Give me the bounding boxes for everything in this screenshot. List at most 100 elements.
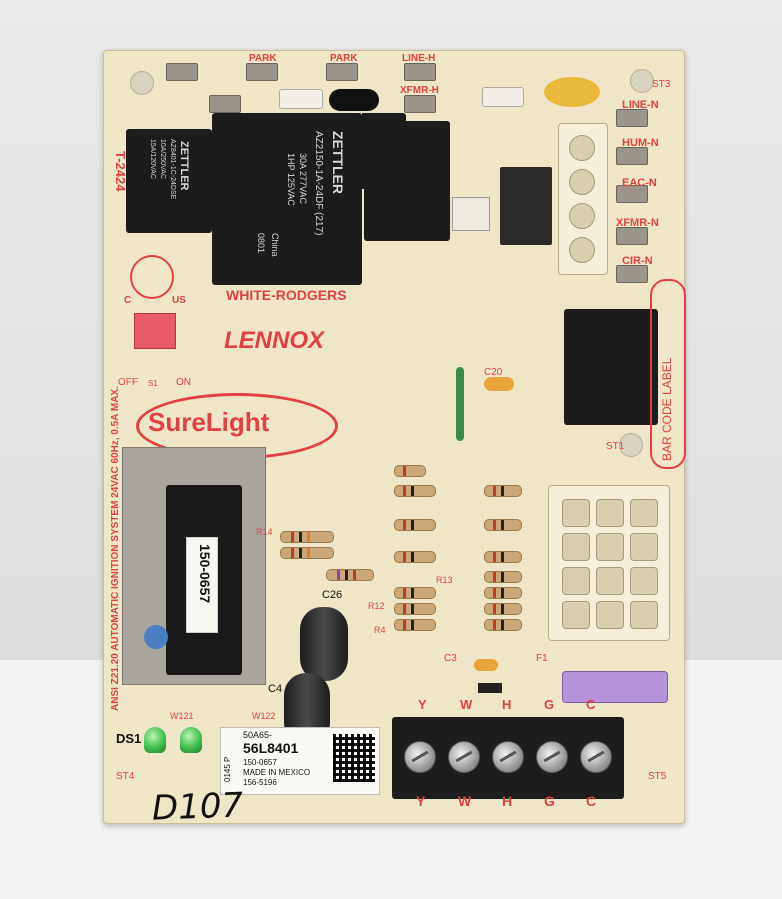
spade-terminal <box>404 95 436 113</box>
terminal-top-y: Y <box>418 697 427 712</box>
handwritten-marking: D107 <box>151 785 244 829</box>
ref-r13: R13 <box>436 575 453 585</box>
spade-terminal <box>616 185 648 203</box>
resistor <box>326 569 374 581</box>
right-label-xfmr-n: XFMR-N <box>616 217 659 229</box>
status-led <box>180 727 202 753</box>
small-relay-line2: 10A/250VAC <box>159 139 166 179</box>
main-relay-origin: China <box>270 233 280 257</box>
diode <box>478 683 502 693</box>
connector-slot <box>630 567 658 595</box>
terminal-top-h: H <box>502 697 512 712</box>
label-st3: ST3 <box>652 79 671 90</box>
main-relay-rating2: 1HP 125VAC <box>286 153 296 206</box>
small-relay-brand: ZETTLER <box>178 141 190 191</box>
brand-lennox: LENNOX <box>224 327 325 354</box>
white-fuse-holder-2 <box>482 87 524 107</box>
terminal-bottom-h: H <box>502 793 513 809</box>
mounting-hole <box>619 433 643 457</box>
ref-c3: C3 <box>444 653 457 664</box>
ul-c: C <box>124 295 132 306</box>
connector-slot <box>562 533 590 561</box>
top-label-line-h: LINE-H <box>402 53 436 64</box>
resistor <box>484 519 522 531</box>
top-label-park-2: PARK <box>330 53 358 64</box>
terminal-screw-h[interactable] <box>492 741 524 773</box>
spade-terminal <box>209 95 241 113</box>
terminal-screw-w[interactable] <box>448 741 480 773</box>
right-label-line-n: LINE-N <box>622 99 659 111</box>
connector-slot <box>630 533 658 561</box>
relay-k3 <box>364 121 450 241</box>
connector-slot <box>569 203 595 229</box>
main-relay-zettler: ZETTLER AZ2150-1A-24DF (217) 30A 277VAC … <box>212 113 406 285</box>
resistor <box>394 587 436 599</box>
label-st5: ST5 <box>648 771 667 782</box>
capacitor-c20 <box>484 377 514 391</box>
sticker-line2: 56L8401 <box>243 740 299 756</box>
right-label-cir-n: CIR-N <box>622 255 653 267</box>
connector-slot <box>596 601 624 629</box>
dip-on: ON <box>176 377 191 388</box>
ref-c26: C26 <box>322 589 343 601</box>
circuit-board: PARK PARK LINE-H XFMR-H ZETTLER AZ8401-1… <box>103 50 686 829</box>
sticker-line5: 156-5196 <box>243 778 277 787</box>
mounting-hole <box>130 71 154 95</box>
main-relay-model: AZ2150-1A-24DF (217) <box>313 131 324 236</box>
terminal-screw-c[interactable] <box>580 741 612 773</box>
ref-w121: W121 <box>170 711 194 721</box>
main-relay-code: 0801 <box>256 233 266 254</box>
label-st4: ST4 <box>116 771 135 782</box>
electrolytic-capacitor-c26 <box>300 607 348 681</box>
spade-terminal <box>246 63 278 81</box>
spade-terminal <box>404 63 436 81</box>
ref-c4: C4 <box>268 683 283 695</box>
terminal-screw-g[interactable] <box>536 741 568 773</box>
brand-white-rodgers: WHITE-RODGERS <box>226 287 347 303</box>
spade-terminal <box>616 109 648 127</box>
terminal-screw-y[interactable] <box>404 741 436 773</box>
right-label-hum-n: HUM-N <box>622 137 659 149</box>
ref-r12: R12 <box>368 601 385 611</box>
yellow-varistor <box>544 77 600 107</box>
mounting-hole <box>630 69 654 93</box>
connector-slot <box>569 237 595 263</box>
dip-s1: S1 <box>148 379 158 388</box>
spade-terminal <box>616 147 648 165</box>
spade-terminal <box>166 63 198 81</box>
label-st1: ST1 <box>606 441 625 452</box>
qr-code <box>333 734 375 782</box>
resistor <box>484 619 522 631</box>
resistor <box>394 465 426 477</box>
blade-fuse <box>562 671 668 703</box>
part-number-sticker: 0145 P 50A65- 56L8401 150-0657 MADE IN M… <box>220 727 380 795</box>
ref-r14: R14 <box>256 527 273 537</box>
resistor <box>484 485 522 497</box>
terminal-bottom-y: Y <box>416 793 426 809</box>
ref-r4: R4 <box>374 625 386 635</box>
white-fuse-holder <box>279 89 323 109</box>
capacitor-c3 <box>474 659 498 671</box>
top-label-park-1: PARK <box>249 53 277 64</box>
sticker-side: 0145 P <box>223 756 232 782</box>
ref-w122: W122 <box>252 711 276 721</box>
resistor <box>394 603 436 615</box>
right-label-eac-n: EAC-N <box>622 177 657 189</box>
black-capacitor <box>329 89 379 111</box>
terminal-top-c: C <box>586 697 596 712</box>
resistor <box>394 551 436 563</box>
connector-slot <box>562 567 590 595</box>
main-relay-rating1: 30A 277VAC <box>298 153 308 204</box>
label-ds1: DS1 <box>116 731 142 746</box>
spade-terminal <box>326 63 358 81</box>
terminal-top-w: W <box>460 697 473 712</box>
resistor <box>484 551 522 563</box>
small-relay-line3: 15A/120VAC <box>149 139 156 179</box>
connector-slot <box>596 499 624 527</box>
dip-switch[interactable] <box>134 313 176 349</box>
top-label-xfmr-h: XFMR-H <box>400 85 439 96</box>
connector-slot <box>596 533 624 561</box>
connector-slot <box>562 499 590 527</box>
logo-surelight: SureLight <box>148 407 270 437</box>
sticker-line3: 150-0657 <box>243 758 277 767</box>
